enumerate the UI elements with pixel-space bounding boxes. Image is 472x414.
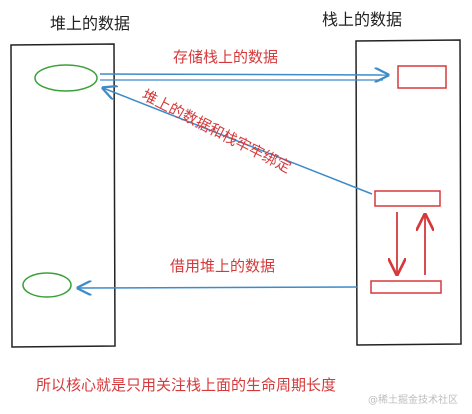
bind-arrow <box>103 88 373 195</box>
heap-data-ellipse-top <box>34 64 98 92</box>
stack-data-rect-bottom <box>370 280 442 294</box>
stack-data-rect-top <box>397 65 447 89</box>
store-arrow <box>99 74 388 75</box>
caption: 所以核心就是只用关注栈上面的生命周期长度 <box>36 376 337 394</box>
heap-title: 堆上的数据 <box>50 14 131 33</box>
borrow-arrow-label: 借用堆上的数据 <box>170 257 276 275</box>
heap-box <box>10 43 116 348</box>
borrow-arrow <box>78 287 358 288</box>
stack-box <box>355 39 462 346</box>
store-arrow-label: 存储栈上的数据 <box>173 48 279 66</box>
stack-data-rect-middle <box>374 190 441 207</box>
heap-data-ellipse-bottom <box>22 272 72 298</box>
stack-title: 栈上的数据 <box>322 10 403 29</box>
watermark: @稀土掘金技术社区 <box>368 395 458 406</box>
